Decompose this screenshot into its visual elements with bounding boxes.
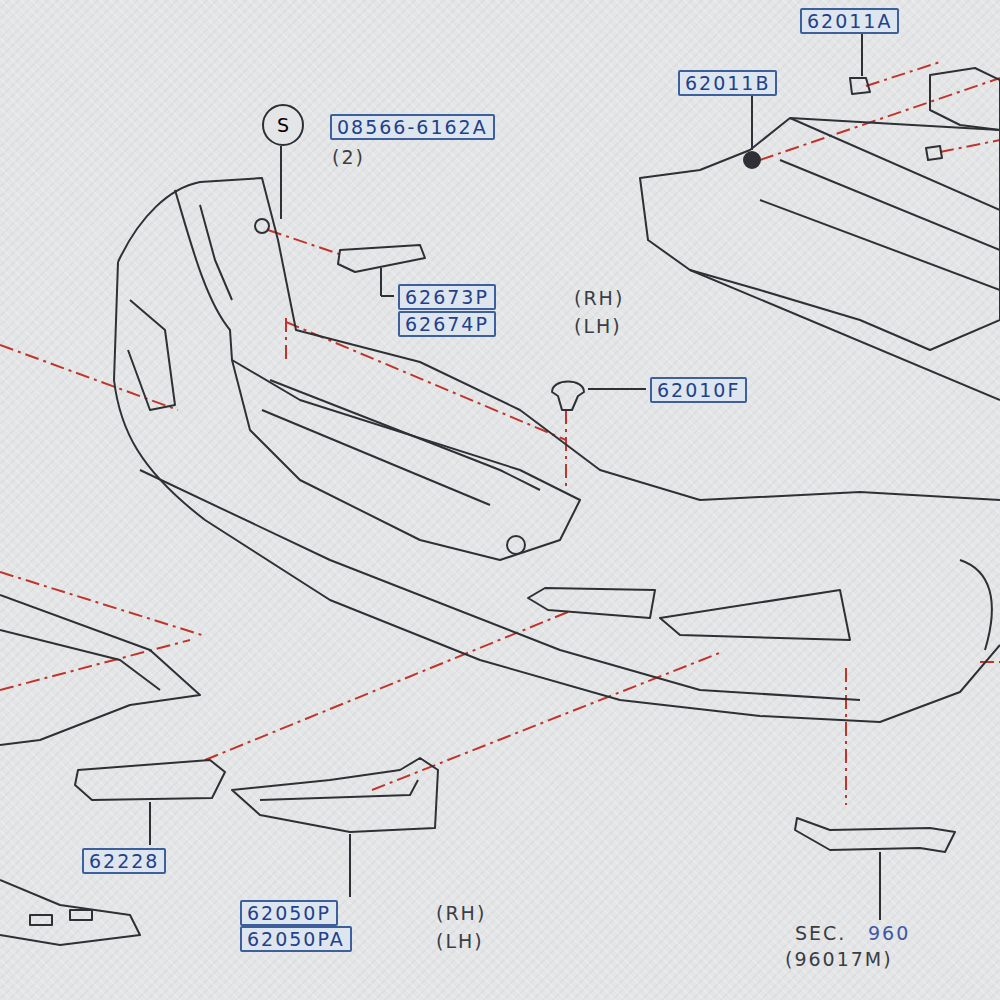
- side-note: (RH): [436, 902, 486, 924]
- section-ref: (96017M): [785, 948, 893, 970]
- part-number: 62674P: [398, 311, 496, 337]
- quantity-note: (2): [332, 146, 365, 168]
- section-number: 960: [868, 922, 910, 944]
- part-number: 08566-6162A: [330, 114, 495, 140]
- part-number: 62011A: [800, 8, 899, 34]
- section-label: SEC.: [795, 922, 846, 944]
- side-note: (LH): [574, 315, 622, 337]
- part-number: 62011B: [678, 70, 777, 96]
- part-number: 62228: [82, 848, 166, 874]
- side-note: (LH): [436, 930, 484, 952]
- symbol-circle: S: [262, 104, 304, 146]
- part-number: 62050PA: [240, 926, 352, 952]
- part-number: 62673P: [398, 284, 496, 310]
- part-number: 62010F: [650, 377, 747, 403]
- part-number: 62050P: [240, 900, 338, 926]
- side-note: (RH): [574, 287, 624, 309]
